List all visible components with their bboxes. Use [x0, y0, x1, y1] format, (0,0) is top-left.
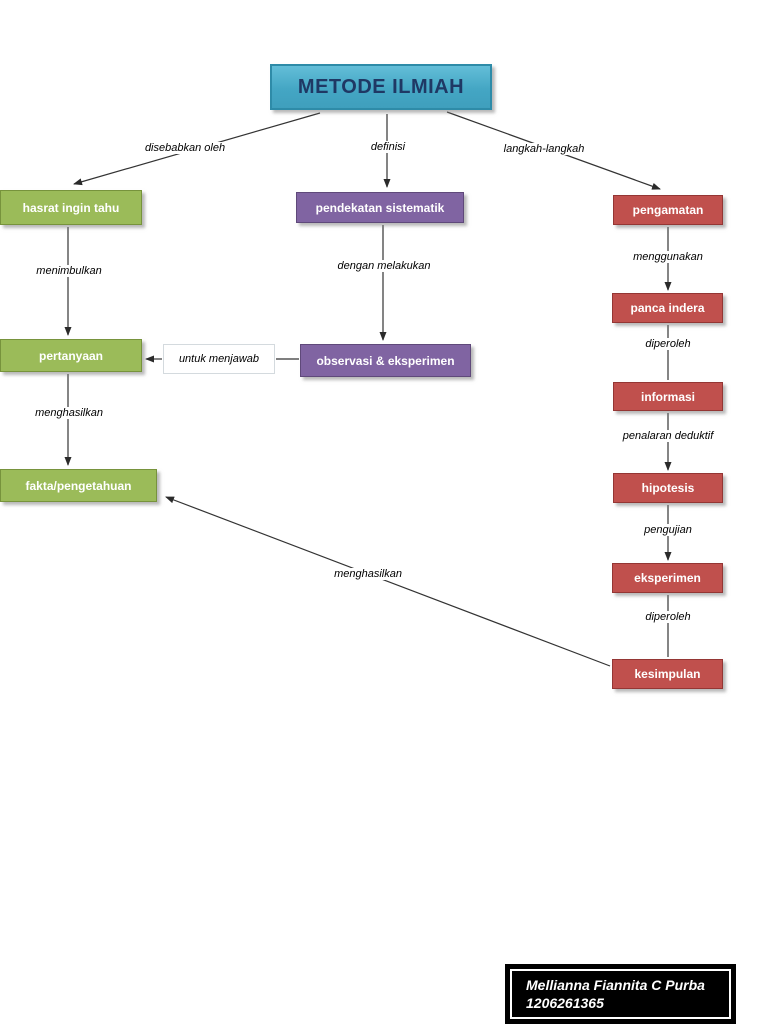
- credit-name: Mellianna Fiannita C Purba: [526, 977, 705, 993]
- node-hipotesis: hipotesis: [613, 473, 723, 503]
- edge-label-diperoleh-bawah: diperoleh: [642, 611, 694, 623]
- node-observasi-eksperimen: observasi & eksperimen: [300, 344, 471, 377]
- arrow-kesimpulan-to-fakta: [165, 496, 611, 667]
- node-fakta-pengetahuan: fakta/pengetahuan: [0, 469, 157, 502]
- edge-label-disebabkan-oleh: disebabkan oleh: [141, 142, 229, 154]
- node-pendekatan-sistematik: pendekatan sistematik: [296, 192, 464, 223]
- edge-label-definisi: definisi: [367, 141, 409, 153]
- edge-label-menggunakan: menggunakan: [630, 251, 706, 263]
- edge-label-langkah-langkah: langkah-langkah: [500, 143, 588, 155]
- credit-box: Mellianna Fiannita C Purba 1206261365: [505, 964, 736, 1024]
- node-panca-indera: panca indera: [612, 293, 723, 323]
- edge-label-pengujian: pengujian: [641, 524, 695, 536]
- node-hasrat-ingin-tahu: hasrat ingin tahu: [0, 190, 142, 225]
- node-metode-ilmiah: METODE ILMIAH: [270, 64, 492, 110]
- edge-label-untuk-menjawab: untuk menjawab: [163, 344, 275, 374]
- node-informasi: informasi: [613, 382, 723, 411]
- node-pertanyaan: pertanyaan: [0, 339, 142, 372]
- credit-box-inner: Mellianna Fiannita C Purba 1206261365: [510, 969, 731, 1019]
- node-kesimpulan: kesimpulan: [612, 659, 723, 689]
- edge-label-penalaran-deduktif: penalaran deduktif: [619, 430, 717, 442]
- credit-student-id: 1206261365: [526, 995, 604, 1011]
- node-eksperimen: eksperimen: [612, 563, 723, 593]
- edge-label-menghasilkan-diagonal: menghasilkan: [331, 568, 405, 580]
- edge-label-menimbulkan: menimbulkan: [33, 265, 105, 277]
- edge-label-menghasilkan-kiri: menghasilkan: [32, 407, 106, 419]
- edge-label-dengan-melakukan: dengan melakukan: [334, 260, 434, 272]
- edge-label-diperoleh-atas: diperoleh: [642, 338, 694, 350]
- node-pengamatan: pengamatan: [613, 195, 723, 225]
